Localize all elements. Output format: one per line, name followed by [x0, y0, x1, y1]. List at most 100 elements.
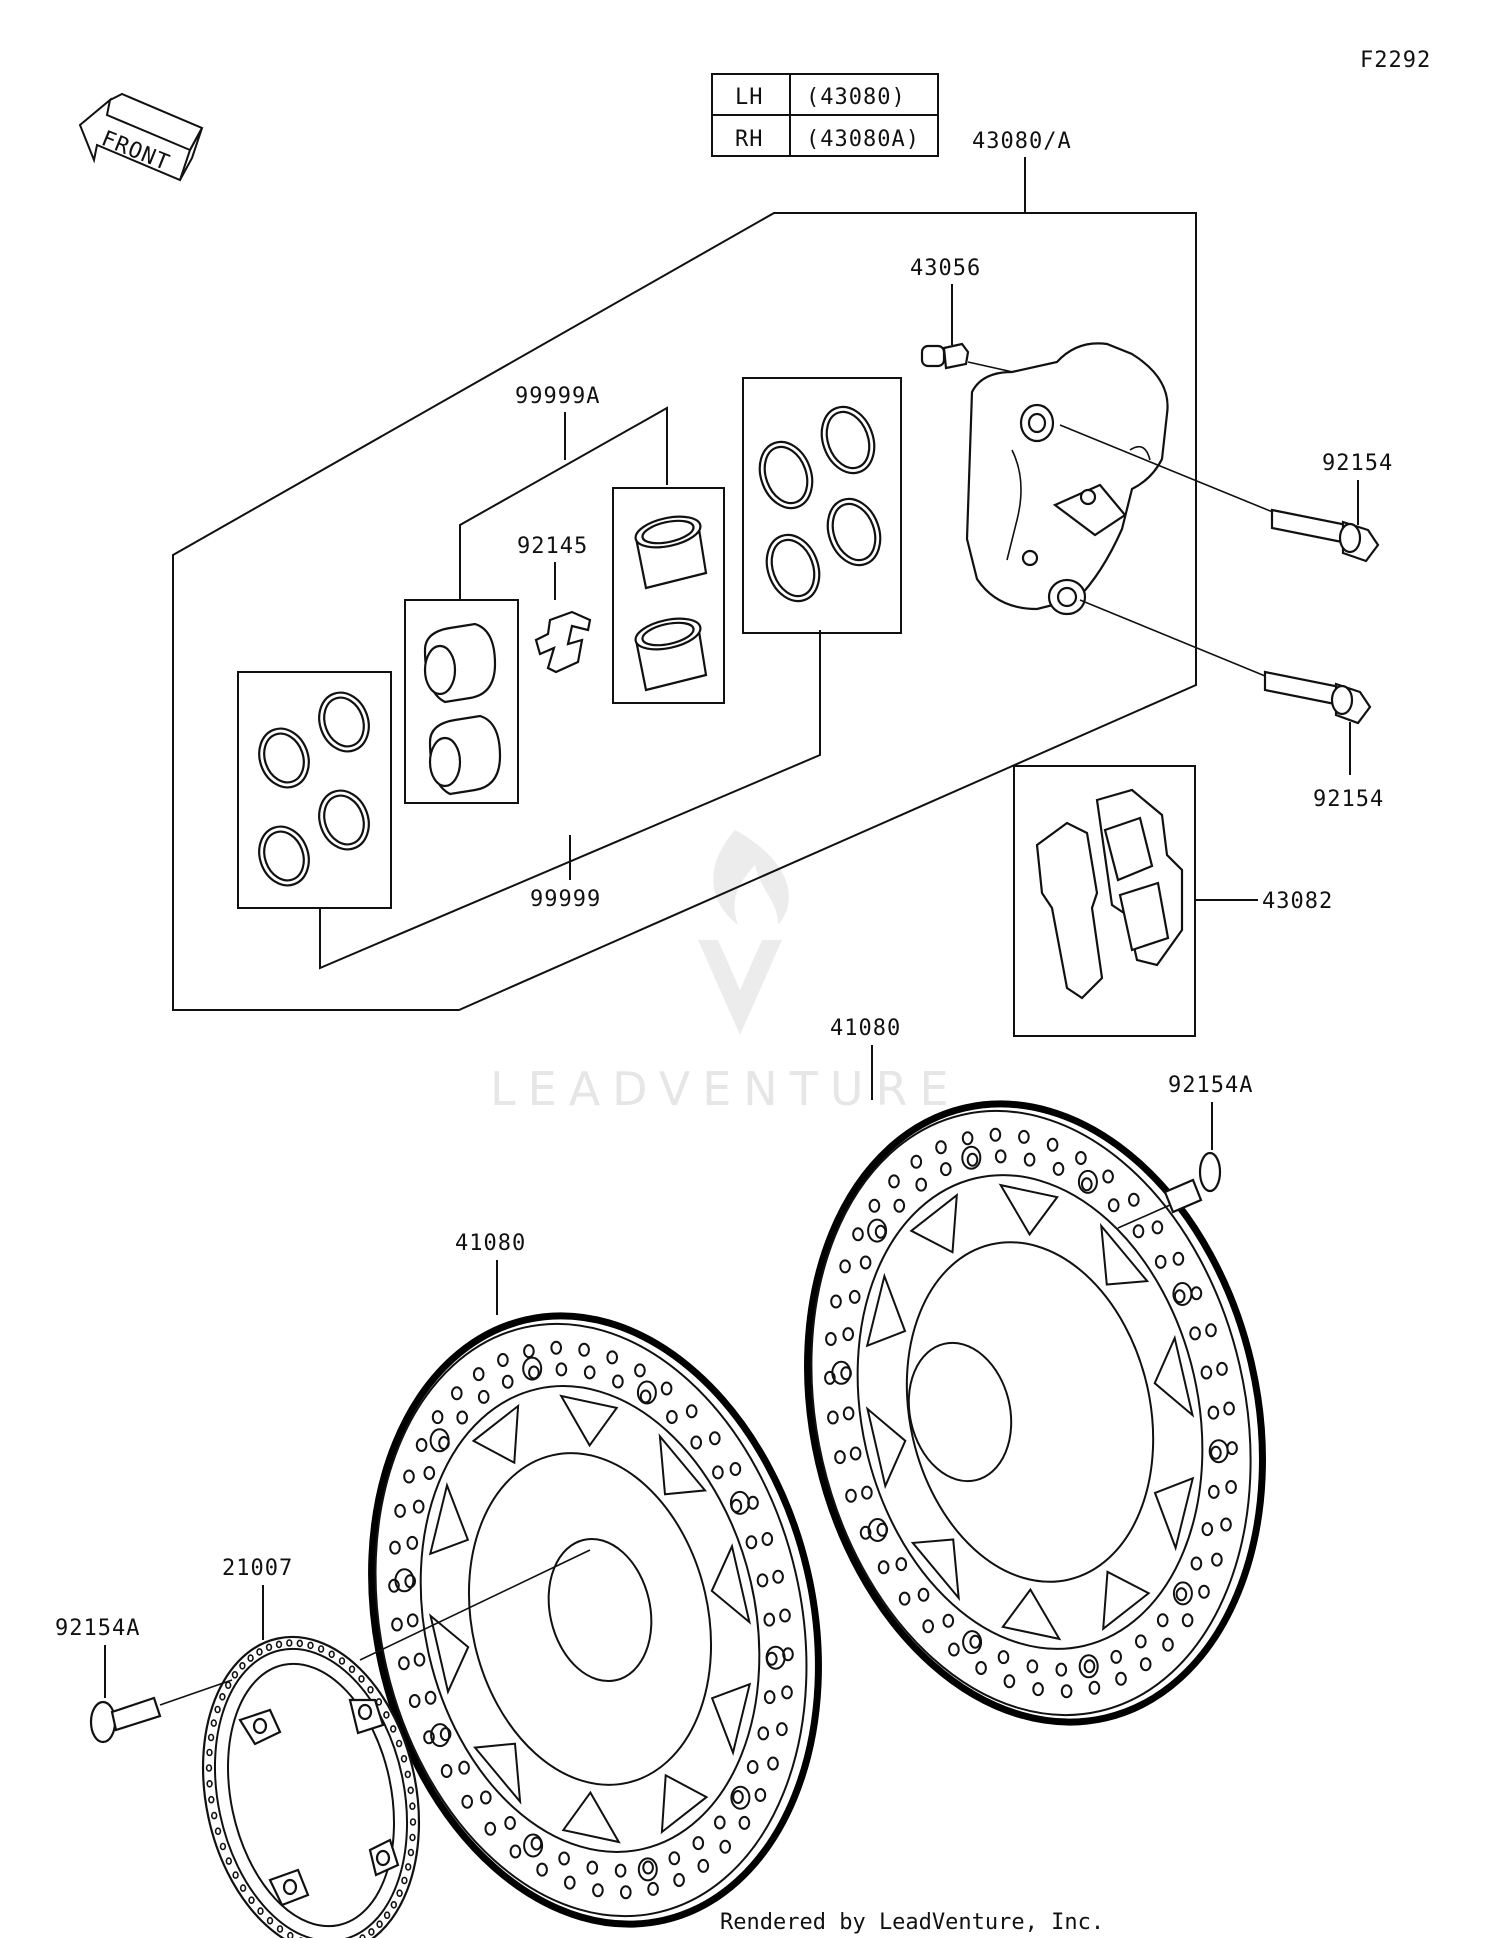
drill-hole: [405, 1863, 412, 1871]
drill-hole: [287, 1931, 294, 1938]
floating-button: [1208, 1439, 1229, 1464]
drill-hole: [948, 1642, 960, 1657]
drill-hole: [1208, 1484, 1220, 1499]
leader-bolt-to-abs: [159, 1679, 233, 1706]
bracket-99999a: [459, 406, 668, 600]
drill-hole: [834, 1450, 846, 1465]
drill-hole: [729, 1462, 742, 1476]
callout-43080-a: 43080/A: [972, 129, 1072, 154]
piston-box: [404, 599, 519, 804]
disc-spoke: [865, 1406, 907, 1490]
table-lh-side: LH: [735, 85, 764, 110]
floating-button: [867, 1218, 888, 1243]
callout-92154-upper: 92154: [1322, 451, 1393, 476]
drill-hole: [412, 1499, 425, 1514]
leader-bolt-to-disc: [1117, 1204, 1171, 1229]
drill-hole: [712, 1465, 724, 1480]
drill-hole: [564, 1875, 576, 1890]
disc-bolt-left-icon: [89, 1696, 162, 1744]
drill-hole: [208, 1795, 215, 1804]
drill-hole: [239, 1884, 247, 1892]
drill-hole: [1060, 1684, 1073, 1699]
drill-hole: [1128, 1192, 1140, 1207]
drill-hole: [1162, 1637, 1174, 1652]
drill-hole: [211, 1811, 218, 1820]
floating-button: [1077, 1169, 1098, 1194]
disc-spoke: [559, 1394, 619, 1448]
leader-upper-bolt: [1059, 424, 1281, 516]
drill-hole: [1110, 1649, 1122, 1664]
drill-hole: [398, 1656, 410, 1671]
drill-hole: [307, 1641, 314, 1650]
piston-icon: [423, 622, 502, 796]
disc-spoke: [1100, 1222, 1150, 1286]
drill-hole: [266, 1916, 274, 1925]
drill-hole: [1198, 1584, 1210, 1599]
drill-hole: [754, 1788, 767, 1802]
drill-hole: [504, 1816, 516, 1830]
floating-button: [1172, 1282, 1193, 1306]
drill-hole: [1151, 1220, 1164, 1235]
drill-hole: [845, 1488, 857, 1503]
drill-hole: [1181, 1613, 1194, 1628]
front-label: FRONT: [98, 126, 173, 176]
drill-hole: [1139, 1657, 1152, 1672]
drill-hole: [830, 1294, 842, 1309]
drill-hole: [877, 1560, 890, 1575]
drill-hole: [423, 1466, 436, 1480]
drill-hole: [413, 1652, 426, 1667]
drill-hole: [275, 1640, 283, 1649]
drill-hole: [401, 1876, 408, 1885]
drill-hole: [1226, 1441, 1238, 1456]
drill-hole: [348, 1665, 356, 1674]
drill-hole: [842, 1327, 855, 1342]
drill-hole: [852, 1227, 864, 1242]
floating-button: [637, 1857, 658, 1882]
disc-spoke: [561, 1790, 621, 1844]
drill-hole: [827, 1410, 839, 1425]
drill-hole: [406, 1613, 419, 1628]
drill-hole: [395, 1739, 403, 1748]
drill-hole: [586, 1860, 599, 1875]
drill-hole: [781, 1685, 793, 1700]
disc-spoke: [473, 1742, 522, 1805]
brake-disc-left-icon: [368, 1312, 822, 1928]
callout-92154a-left: 92154A: [55, 1616, 140, 1641]
drill-hole: [368, 1928, 375, 1936]
drill-hole: [1201, 1522, 1214, 1537]
drill-hole: [390, 1725, 397, 1733]
drill-hole: [1083, 1659, 1096, 1674]
drill-hole: [1052, 1161, 1065, 1176]
callout-21007: 21007: [222, 1556, 293, 1581]
disc-spoke: [910, 1538, 960, 1602]
drill-hole: [396, 1889, 403, 1897]
floating-button: [867, 1518, 888, 1542]
drill-hole: [745, 1535, 758, 1550]
table-lh-part: (43080): [806, 85, 906, 110]
drill-hole: [690, 1435, 703, 1450]
callout-99999: 99999: [530, 887, 601, 912]
disc-spoke: [909, 1193, 958, 1254]
drill-hole: [358, 1675, 365, 1683]
drill-hole: [692, 1836, 705, 1851]
floating-button: [729, 1490, 750, 1515]
drill-hole: [225, 1857, 233, 1865]
drill-hole: [257, 1907, 264, 1915]
drill-hole: [1156, 1613, 1169, 1628]
drill-hole: [732, 1790, 744, 1804]
drill-hole: [895, 1557, 908, 1572]
drill-hole: [848, 1289, 861, 1304]
drill-hole: [406, 1535, 419, 1550]
drill-hole: [265, 1643, 273, 1652]
drill-hole: [1026, 1659, 1039, 1674]
drill-hole: [400, 1755, 408, 1763]
drill-hole: [1102, 1169, 1114, 1184]
drill-hole: [389, 1540, 401, 1555]
drill-hole: [1223, 1401, 1235, 1416]
drill-hole: [697, 1858, 710, 1873]
drill-hole: [256, 1648, 263, 1656]
table-rh-part: (43080A): [806, 127, 920, 152]
drill-hole: [685, 1404, 698, 1419]
drill-hole: [536, 1862, 548, 1877]
